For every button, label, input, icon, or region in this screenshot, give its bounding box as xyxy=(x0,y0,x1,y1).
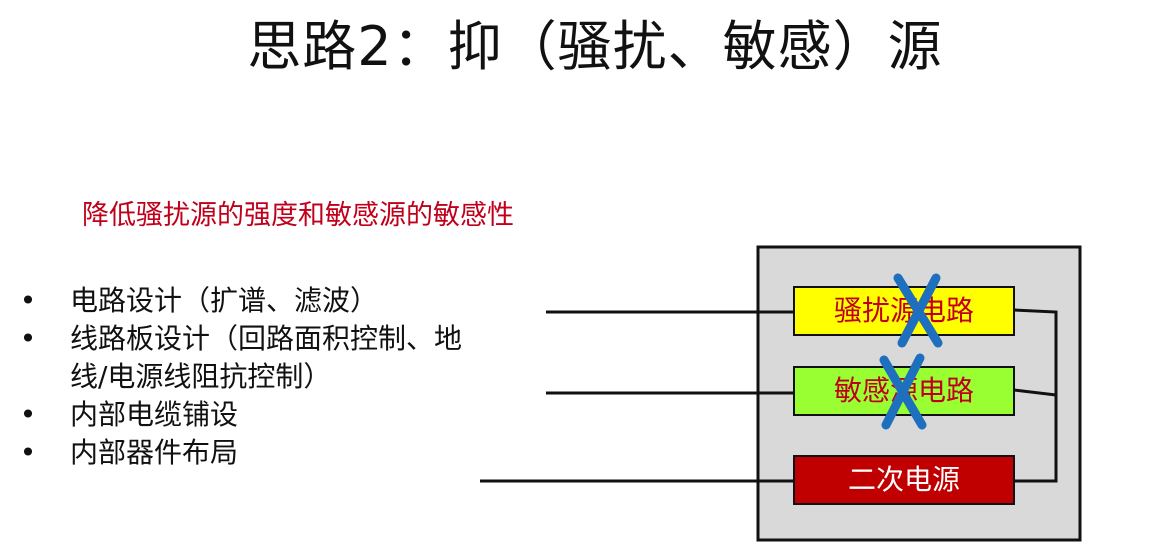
box-label-disturbance: 骚扰源电路 xyxy=(833,294,974,327)
bullet-text: 内部器件布局 xyxy=(70,436,239,469)
box-label-sensitive: 敏感源电路 xyxy=(833,374,974,407)
subtitle: 降低骚扰源的强度和敏感源的敏感性 xyxy=(82,200,514,231)
bullet-item: • 内部电缆铺设 xyxy=(18,396,462,434)
box-label-power: 二次电源 xyxy=(847,463,960,496)
bullet-list: • 电路设计（扩谱、滤波） • 线路板设计（回路面积控制、地 线/电源线阻抗控制… xyxy=(18,282,462,472)
right-connector-mid xyxy=(1013,388,1057,397)
bullet-text-continuation: 线/电源线阻抗控制） xyxy=(70,360,332,393)
bullet-dot: • xyxy=(19,284,37,317)
bullet-item: • 内部器件布局 xyxy=(18,434,462,472)
bullet-item: • 线路板设计（回路面积控制、地 线/电源线阻抗控制） xyxy=(18,320,462,396)
bullet-dot: • xyxy=(19,398,37,431)
bullet-item: • 电路设计（扩谱、滤波） xyxy=(18,282,462,320)
bullet-text: 电路设计（扩谱、滤波） xyxy=(70,284,379,317)
bullet-text: 线路板设计（回路面积控制、地 xyxy=(70,322,463,355)
page-title: 思路2：抑（骚扰、敏感）源 xyxy=(247,15,943,78)
box-secondary-power xyxy=(793,455,1015,505)
bullet-dot: • xyxy=(19,436,37,469)
right-connector xyxy=(1013,308,1058,483)
bullet-dot: • xyxy=(19,322,37,355)
bullet-text: 内部电缆铺设 xyxy=(70,398,239,431)
